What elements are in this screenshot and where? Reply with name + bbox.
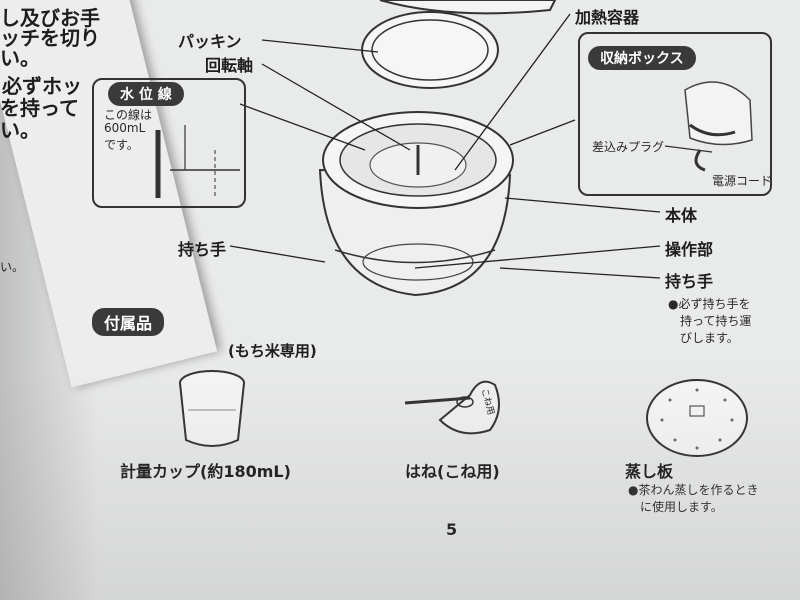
storage-box-inset bbox=[578, 32, 772, 196]
left-page-text-6: い。 bbox=[0, 118, 40, 142]
label-control-panel: 操作部 bbox=[665, 240, 714, 259]
water-level-desc-3: です。 bbox=[104, 138, 139, 152]
label-main-body: 本体 bbox=[665, 206, 698, 225]
label-rotation-shaft: 回転軸 bbox=[205, 56, 254, 75]
steam-note-line-2: に使用します。 bbox=[640, 500, 723, 514]
left-page-text-1: し及びお手 bbox=[0, 6, 100, 30]
steam-plate-label: 蒸し板 bbox=[625, 462, 674, 481]
label-handle-left: 持ち手 bbox=[178, 240, 227, 259]
water-level-inset bbox=[92, 78, 246, 208]
handle-note-line-2: 持って持ち運 bbox=[680, 314, 752, 328]
label-handle-right: 持ち手 bbox=[665, 272, 714, 291]
accessories-heading: 付属品 bbox=[92, 308, 165, 336]
label-plug: 差込みプラグ bbox=[592, 140, 665, 154]
left-page-text-5: を持って bbox=[0, 96, 79, 120]
water-level-desc-1: この線は bbox=[104, 108, 153, 122]
left-page-text-3: い。 bbox=[0, 46, 40, 70]
left-page-text-2: ッチを切り bbox=[0, 26, 100, 50]
label-packing: パッキン bbox=[178, 32, 242, 51]
handle-note-line-1: ●必ず持ち手を bbox=[668, 297, 751, 311]
steam-note-line-1: ●茶わん蒸しを作るとき bbox=[628, 483, 759, 497]
mochi-note: (もち米専用) bbox=[228, 342, 317, 360]
label-cord: 電源コード bbox=[712, 174, 773, 188]
left-page-text-7: い。 bbox=[0, 260, 25, 274]
handle-note: ●必ず持ち手を 持って持ち運 びします。 bbox=[668, 296, 751, 347]
water-level-title: 水 位 線 bbox=[108, 82, 184, 106]
handle-note-line-3: びします。 bbox=[680, 331, 739, 345]
vessel-lid-outline bbox=[379, 0, 557, 15]
cup-label: 計量カップ(約180mL) bbox=[120, 462, 291, 481]
storage-box-title: 収納ボックス bbox=[588, 46, 696, 70]
page-number: 5 bbox=[446, 520, 458, 539]
left-page-text-4: 必ずホッ bbox=[2, 74, 82, 98]
water-level-desc-2: 600mL bbox=[104, 121, 146, 135]
steam-plate-note: ●茶わん蒸しを作るとき に使用します。 bbox=[628, 482, 758, 516]
paddle-label: はね(こね用) bbox=[405, 462, 500, 481]
packing-ring bbox=[361, 11, 499, 89]
steam-plate bbox=[646, 379, 748, 457]
control-panel-outline bbox=[362, 243, 474, 281]
paddle bbox=[438, 380, 500, 435]
label-heating-vessel: 加熱容器 bbox=[575, 8, 640, 27]
